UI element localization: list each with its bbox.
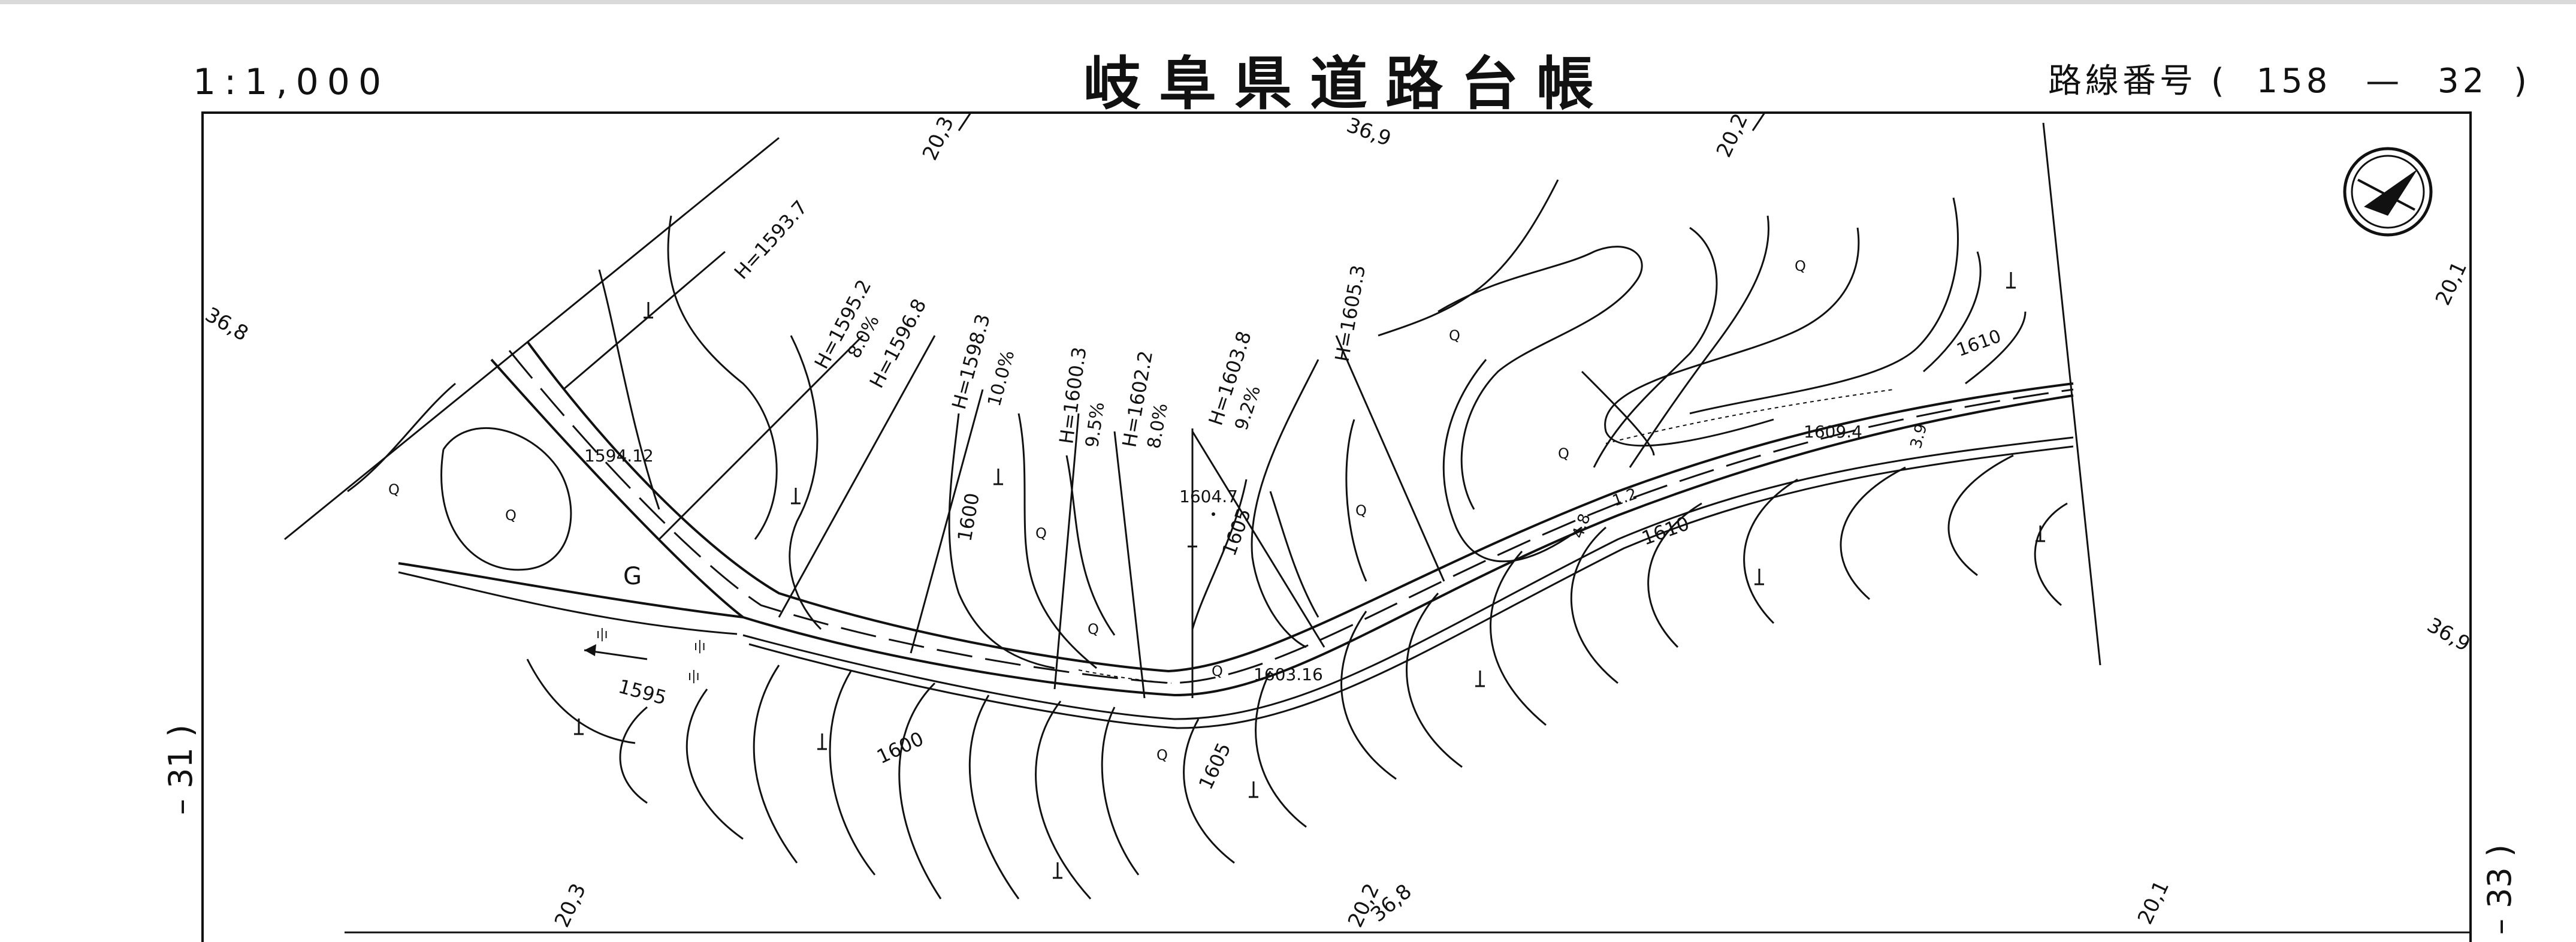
contour-lines bbox=[347, 179, 2068, 900]
border-marks: 20,3 36,9 20,2 36,8 20,1 36,9 20,3 20,2 … bbox=[201, 110, 2475, 931]
spot-height-4: 1609.4 bbox=[1804, 422, 1862, 442]
tree-symbol-3: ı|ı bbox=[688, 669, 700, 684]
map-title: 岐阜県道路台帳 bbox=[1083, 50, 1612, 117]
border-mark-top-2: 36,9 bbox=[1343, 113, 1394, 151]
route-open-paren: ( bbox=[2210, 62, 2228, 101]
route-label: 路線番号 bbox=[2048, 62, 2197, 101]
grass-symbol-4: Q bbox=[1088, 621, 1099, 638]
border-mark-top-3: 20,2 bbox=[1712, 110, 1753, 161]
map-symbols: G Q Q Q Q Q Q Q Q Q Q ı|ı ı|ı ı|ı bbox=[388, 258, 2045, 879]
north-arrow-icon bbox=[2343, 147, 2433, 237]
contour-label-1: 1595 bbox=[616, 675, 669, 709]
border-mark-top-1: 20,3 bbox=[918, 113, 959, 164]
grass-symbol-10: Q bbox=[1156, 747, 1168, 763]
contour-labels: 1595 1600 1600 1605 1605 1610 1610 bbox=[616, 326, 2004, 793]
route-close-paren: ) bbox=[2514, 62, 2530, 101]
grass-symbol-6: Q bbox=[1449, 327, 1460, 344]
building-symbol: G bbox=[623, 563, 642, 590]
profile-grade-4: 10.0% bbox=[984, 348, 1019, 409]
road-mark-2: 4.8 bbox=[1569, 511, 1594, 541]
route-dash: — bbox=[2366, 62, 2403, 101]
spot-height-3: 1603.16 bbox=[1254, 665, 1323, 684]
spot-height-2: 1604.7 bbox=[1179, 487, 1238, 506]
survey-boundary-right bbox=[2042, 122, 2101, 666]
route-number-a: 158 bbox=[2256, 62, 2332, 101]
map-frame bbox=[201, 111, 2472, 942]
grass-symbol-8: Q bbox=[1795, 258, 1806, 274]
grass-symbol-9: Q bbox=[1212, 663, 1223, 680]
route-number: 路線番号 ( 158 — 32 ) bbox=[2048, 54, 2530, 102]
contour-label-7: 1610 bbox=[1954, 326, 2004, 361]
contour-label-3: 1600 bbox=[953, 491, 984, 544]
spot-heights: 1594.12 1604.7 1603.16 1609.4 bbox=[584, 422, 1862, 684]
border-mark-bottom-1: 20,3 bbox=[550, 880, 591, 931]
survey-boundary-left bbox=[284, 137, 780, 541]
grass-symbol-5: Q bbox=[1355, 502, 1367, 519]
grass-symbol-1: Q bbox=[505, 507, 517, 524]
tree-symbol-2: ı|ı bbox=[694, 639, 706, 654]
spot-height-1: 1594.12 bbox=[584, 446, 654, 466]
border-mark-right-2: 36,9 bbox=[2423, 613, 2475, 656]
profile-h-3: H=1596.8 bbox=[865, 295, 931, 392]
grass-symbol-3: Q bbox=[1035, 525, 1047, 542]
contour-label-5: 1605 bbox=[1194, 739, 1236, 793]
profile-grade-5: 9.5% bbox=[1082, 401, 1109, 449]
route-number-b: 32 bbox=[2438, 62, 2488, 101]
border-mark-right-1: 20,1 bbox=[2431, 258, 2472, 309]
profile-h-1: H=1593.7 bbox=[730, 196, 812, 283]
border-mark-left-1: 36,8 bbox=[201, 303, 253, 346]
map-scale: 1:1,000 bbox=[193, 61, 390, 103]
road-mark-3: 1.2 bbox=[1610, 485, 1639, 510]
profile-h-8: H=1605.3 bbox=[1330, 263, 1370, 363]
profile-labels: H=1593.7 H=1595.2 8.0% H=1596.8 H=1598.3… bbox=[730, 196, 1370, 450]
border-mark-bottom-4: 20,1 bbox=[2133, 877, 2174, 928]
contour-label-6: 1610 bbox=[1639, 512, 1693, 550]
grass-symbol-2: Q bbox=[388, 481, 400, 498]
contour-label-4: 1605 bbox=[1218, 505, 1256, 559]
sheet-top-edge bbox=[0, 0, 2576, 4]
tree-symbol-1: ı|ı bbox=[596, 627, 608, 642]
grass-symbol-7: Q bbox=[1558, 445, 1569, 462]
profile-lines bbox=[563, 250, 1445, 699]
profile-grade-6: 8.0% bbox=[1143, 401, 1172, 450]
